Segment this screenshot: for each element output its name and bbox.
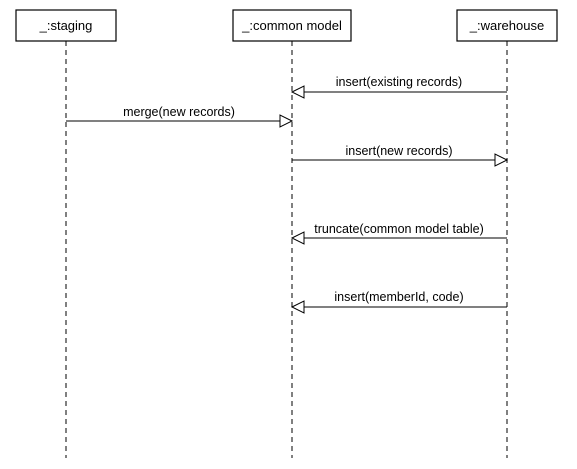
- message-label: merge(new records): [123, 105, 235, 119]
- participant-box-staging: [15, 9, 117, 42]
- participant-box-warehouse: [456, 9, 558, 42]
- participant-staging: _:staging: [15, 9, 117, 458]
- message-label: insert(memberId, code): [334, 290, 463, 304]
- message-label: insert(new records): [346, 144, 453, 158]
- message-label: insert(existing records): [336, 75, 462, 89]
- open-arrowhead-icon: [290, 231, 305, 245]
- participant-common-model: _:common model: [232, 9, 352, 458]
- message-insert-existing-records: insert(existing records): [290, 75, 507, 99]
- message-merge-new-records: merge(new records): [66, 105, 294, 128]
- message-label: truncate(common model table): [314, 222, 484, 236]
- open-arrowhead-icon: [290, 85, 305, 99]
- participant-warehouse: _:warehouse: [456, 9, 558, 458]
- open-arrowhead-icon: [494, 153, 509, 167]
- message-truncate-common-model-table: truncate(common model table): [290, 222, 507, 245]
- message-insert-memberid-code: insert(memberId, code): [290, 290, 507, 314]
- participant-label-staging: _:staging: [39, 18, 93, 33]
- open-arrowhead-icon: [279, 114, 294, 128]
- message-insert-new-records: insert(new records): [292, 144, 509, 167]
- open-arrowhead-icon: [290, 300, 305, 314]
- participant-label-common-model: _:common model: [241, 18, 342, 33]
- participant-box-common-model: [232, 9, 352, 42]
- participant-label-warehouse: _:warehouse: [469, 18, 544, 33]
